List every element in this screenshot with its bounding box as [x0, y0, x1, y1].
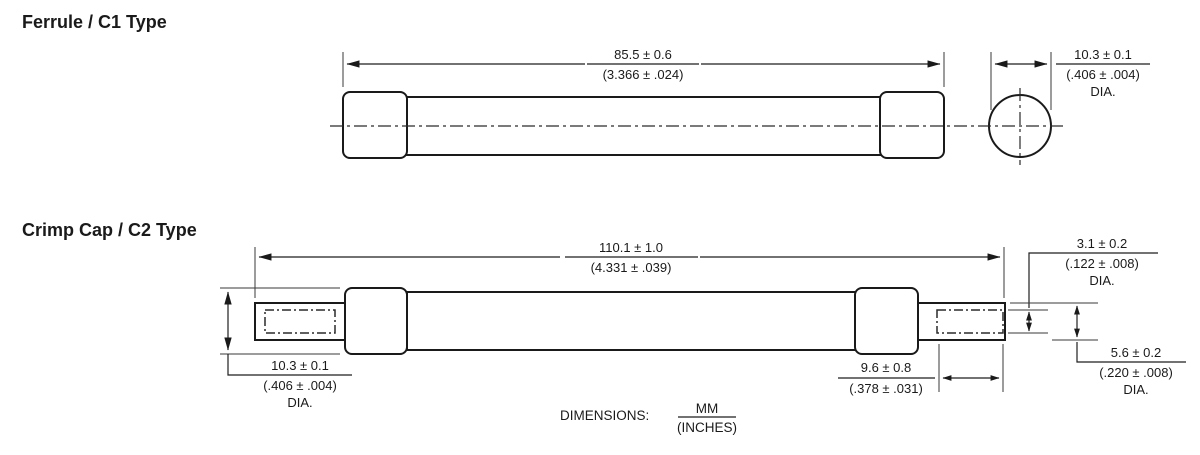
dimensions-note-label: DIMENSIONS: [560, 408, 649, 423]
c1-heading: Ferrule / C1 Type [22, 12, 167, 32]
c1-ferrule-cap-left [342, 91, 408, 159]
c2-crimp-hidden-line-left [264, 309, 336, 334]
c2-fuse-body-tube [406, 291, 857, 351]
c1-dia-suffix: DIA. [1090, 84, 1115, 99]
c2-crimp-terminal-left [254, 302, 346, 341]
c2-heading: Crimp Cap / C2 Type [22, 220, 197, 240]
c2-body-dia-inches: (.406 ± .004) [263, 378, 337, 393]
c2-length-inches: (4.331 ± .039) [591, 260, 672, 275]
c1-dia-inches: (.406 ± .004) [1066, 67, 1140, 82]
c2-crimp-dia-inches: (.220 ± .008) [1099, 365, 1173, 380]
c2-inner-dia-inches: (.122 ± .008) [1065, 256, 1139, 271]
c2-crimp-dia-leader [1076, 342, 1087, 363]
c1-dia-mm: 10.3 ± 0.1 [1074, 47, 1132, 62]
c2-crimp-hidden-line-right [936, 309, 1004, 334]
c2-crimp-length-mm: 9.6 ± 0.8 [861, 360, 912, 375]
dimensions-note-unit-mm: MM [696, 401, 719, 416]
c2-crimp-dia-suffix: DIA. [1123, 382, 1148, 397]
c2-inner-dia-suffix: DIA. [1089, 273, 1114, 288]
c2-length-mm: 110.1 ± 1.0 [599, 240, 663, 255]
c2-inner-dia-leader [1028, 252, 1046, 308]
c2-crimp-dia-mm: 5.6 ± 0.2 [1111, 345, 1162, 360]
c2-crimp-terminal-right [917, 302, 1006, 341]
c2-body-dia-leader [227, 354, 246, 376]
c1-length-mm: 85.5 ± 0.6 [614, 47, 672, 62]
c2-cap-left [344, 287, 408, 355]
c2-inner-dia-mm: 3.1 ± 0.2 [1077, 236, 1128, 251]
c2-body-dia-suffix: DIA. [287, 395, 312, 410]
c1-ferrule-cap-right [879, 91, 945, 159]
c2-body-dia-mm: 10.3 ± 0.1 [271, 358, 329, 373]
dimensions-note-unit-inches: (INCHES) [677, 420, 737, 435]
c1-length-inches: (3.366 ± .024) [603, 67, 684, 82]
c2-cap-right [854, 287, 919, 355]
c2-crimp-length-inches: (.378 ± .031) [849, 381, 923, 396]
